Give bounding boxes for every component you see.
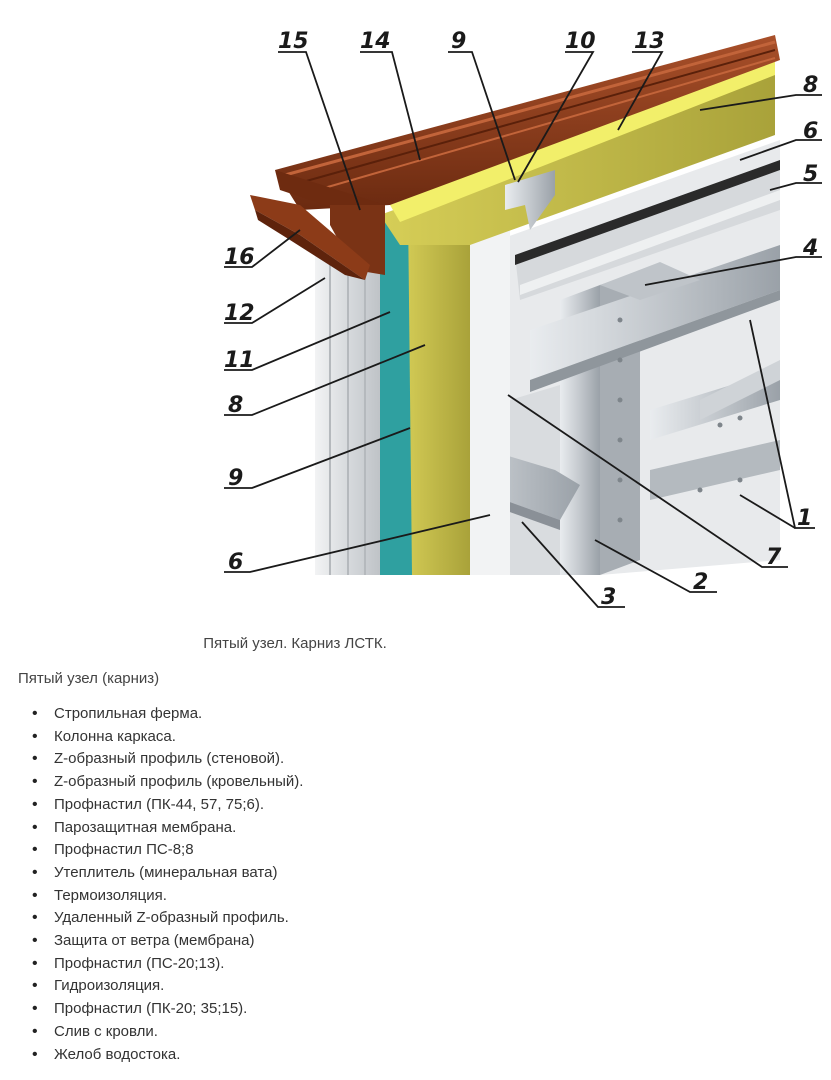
callout-7: 7: [766, 545, 782, 570]
roof-insulation: [380, 58, 775, 245]
callout-16: 16: [224, 245, 255, 270]
roof-bracket: [505, 170, 555, 230]
callout-13: 13: [634, 29, 665, 54]
callout-2: 2: [693, 570, 708, 595]
callout-9-top: 9: [451, 29, 466, 54]
insulation-wall: [400, 240, 470, 575]
list-item: Профнастил (ПК-44, 57, 75;6).: [30, 794, 303, 817]
list-item: Удаленный Z-образный профиль.: [30, 907, 303, 930]
vapour-barrier: [470, 225, 510, 575]
list-item: Стропильная ферма.: [30, 703, 303, 726]
list-item: Гидроизоляция.: [30, 975, 303, 998]
list-item: Колонна каркаса.: [30, 726, 303, 749]
roof-thermal-layer: [390, 58, 775, 222]
list-item: Парозащитная мембрана.: [30, 817, 303, 840]
list-item: Профнастил ПС-8;8: [30, 839, 303, 862]
callout-3: 3: [601, 585, 616, 610]
list-item: Профнастил (ПК-20; 35;15).: [30, 998, 303, 1021]
outer-cladding: [315, 250, 380, 575]
leader-lines: [224, 51, 822, 608]
list-item: Z-образный профиль (кровельный).: [30, 771, 303, 794]
wind-membrane: [378, 210, 412, 575]
callout-1: 1: [797, 506, 812, 531]
eave-flashing: [250, 195, 385, 280]
callout-9-left: 9: [228, 466, 243, 491]
callout-8-top: 8: [803, 73, 818, 98]
callout-14: 14: [360, 29, 391, 54]
list-item: Термоизоляция.: [30, 885, 303, 908]
callout-15: 15: [278, 29, 309, 54]
callout-12: 12: [224, 301, 255, 326]
gutter: [250, 195, 370, 280]
list-item: Z-образный профиль (стеновой).: [30, 748, 303, 771]
roof-covering: [275, 35, 780, 225]
list-item: Утеплитель (минеральная вата): [30, 862, 303, 885]
callout-5: 5: [803, 162, 818, 187]
callout-4: 4: [802, 236, 818, 261]
callouts: 15 14 9 10 13 8 6 5 4 16 12 11 8 9 6 3 2…: [224, 29, 818, 610]
truss-chord-upper: [530, 245, 780, 380]
list-item: Слив с кровли.: [30, 1021, 303, 1044]
callout-10: 10: [565, 29, 596, 54]
list-item: Желоб водостока.: [30, 1044, 303, 1067]
list-item: Защита от ветра (мембрана): [30, 930, 303, 953]
roof-profiled-sheet: [515, 160, 780, 300]
callout-6-left: 6: [228, 550, 243, 575]
callout-8-left: 8: [228, 393, 243, 418]
callout-6-top: 6: [803, 119, 818, 144]
figure-caption: Пятый узел. Карниз ЛСТК.: [203, 635, 387, 652]
parts-list: Стропильная ферма. Колонна каркаса. Z-об…: [30, 703, 303, 1066]
section-title: Пятый узел (карниз): [18, 670, 160, 687]
list-item: Профнастил (ПС-20;13).: [30, 953, 303, 976]
eave-node-drawing: 15 14 9 10 13 8 6 5 4 16 12 11 8 9 6 3 2…: [224, 29, 822, 610]
callout-11: 11: [224, 348, 255, 373]
